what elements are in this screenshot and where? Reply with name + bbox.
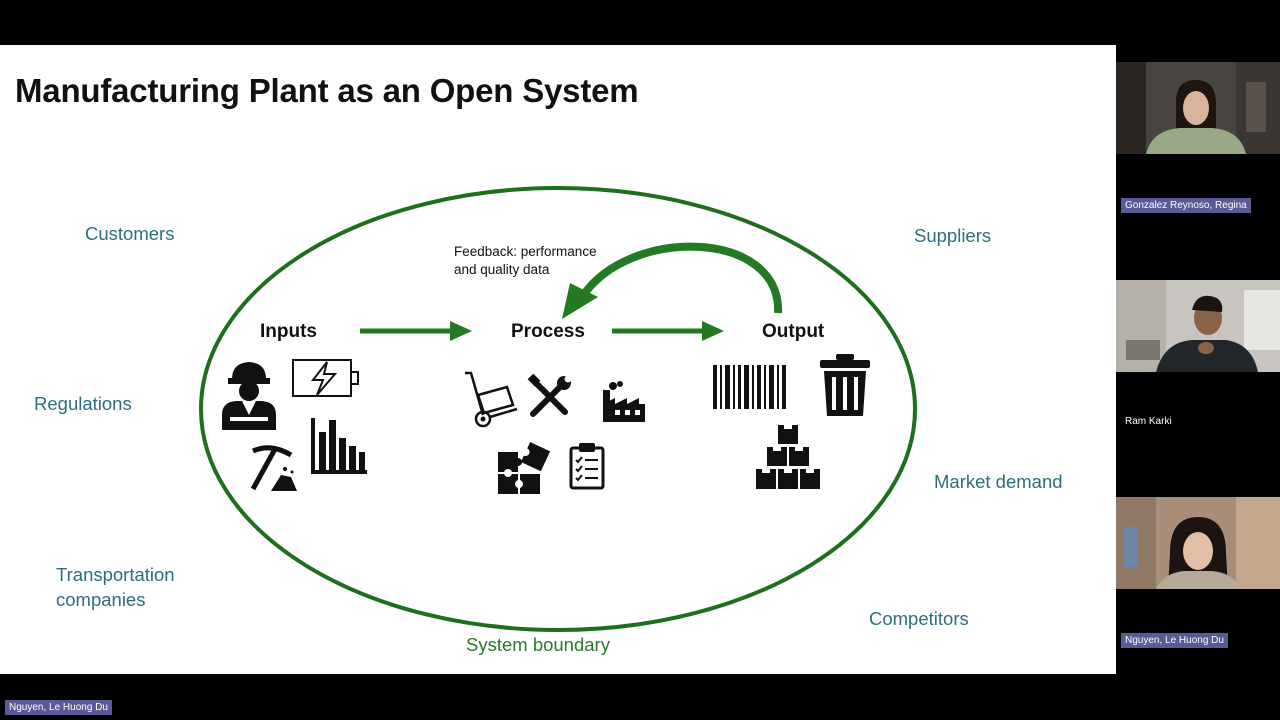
puzzle-icon xyxy=(498,442,551,494)
worker-icon xyxy=(222,362,276,430)
barcode-icon xyxy=(713,365,786,409)
battery-icon xyxy=(292,359,359,397)
open-system-diagram xyxy=(199,186,917,632)
env-transportation: Transportation companies xyxy=(56,562,175,612)
env-transportation-line1: Transportation xyxy=(56,564,175,585)
system-boundary-ellipse xyxy=(199,186,917,632)
env-regulations: Regulations xyxy=(34,393,132,414)
self-view-name: Nguyen, Le Huong Du xyxy=(5,700,112,715)
hand-truck-icon xyxy=(465,371,518,428)
feedback-label-line2: and quality data xyxy=(454,262,550,277)
slide-title: Manufacturing Plant as an Open System xyxy=(15,72,639,109)
feedback-label: Feedback: performance and quality data xyxy=(454,243,634,279)
participant-video-3 xyxy=(1116,497,1280,589)
shared-slide: Manufacturing Plant as an Open System Cu… xyxy=(0,45,1116,674)
participant-tile-1[interactable]: Gonzalez Reynoso, Regina xyxy=(1116,62,1280,222)
inputs-to-process-arrow xyxy=(360,321,472,341)
process-to-output-arrow xyxy=(612,321,724,341)
env-suppliers: Suppliers xyxy=(914,225,992,246)
clipboard-icon xyxy=(569,443,605,490)
feedback-loop-arrow xyxy=(562,242,783,319)
participant-name-3: Nguyen, Le Huong Du xyxy=(1121,633,1228,648)
trash-icon xyxy=(820,354,870,416)
stage-inputs: Inputs xyxy=(260,321,317,342)
participant-tile-3[interactable]: Nguyen, Le Huong Du xyxy=(1116,497,1280,657)
bar-chart-icon xyxy=(311,418,367,474)
env-transportation-line2: companies xyxy=(56,589,146,610)
stage-output: Output xyxy=(762,321,825,342)
feedback-label-line1: Feedback: performance xyxy=(454,244,597,259)
env-competitors: Competitors xyxy=(869,608,969,629)
participant-video-1 xyxy=(1116,62,1280,154)
boxes-icon xyxy=(756,425,820,489)
pickaxe-icon xyxy=(250,445,297,491)
env-customers: Customers xyxy=(85,223,175,244)
system-boundary-label: System boundary xyxy=(466,634,610,655)
env-market-demand: Market demand xyxy=(934,471,1063,492)
factory-icon xyxy=(603,381,645,422)
participant-video-2 xyxy=(1116,280,1280,372)
stage-process: Process xyxy=(511,321,585,342)
participant-name-2: Ram Karki xyxy=(1125,416,1172,427)
participant-name-1: Gonzalez Reynoso, Regina xyxy=(1121,198,1251,213)
tools-icon xyxy=(527,374,572,417)
participant-tile-2[interactable]: Ram Karki xyxy=(1116,280,1280,440)
